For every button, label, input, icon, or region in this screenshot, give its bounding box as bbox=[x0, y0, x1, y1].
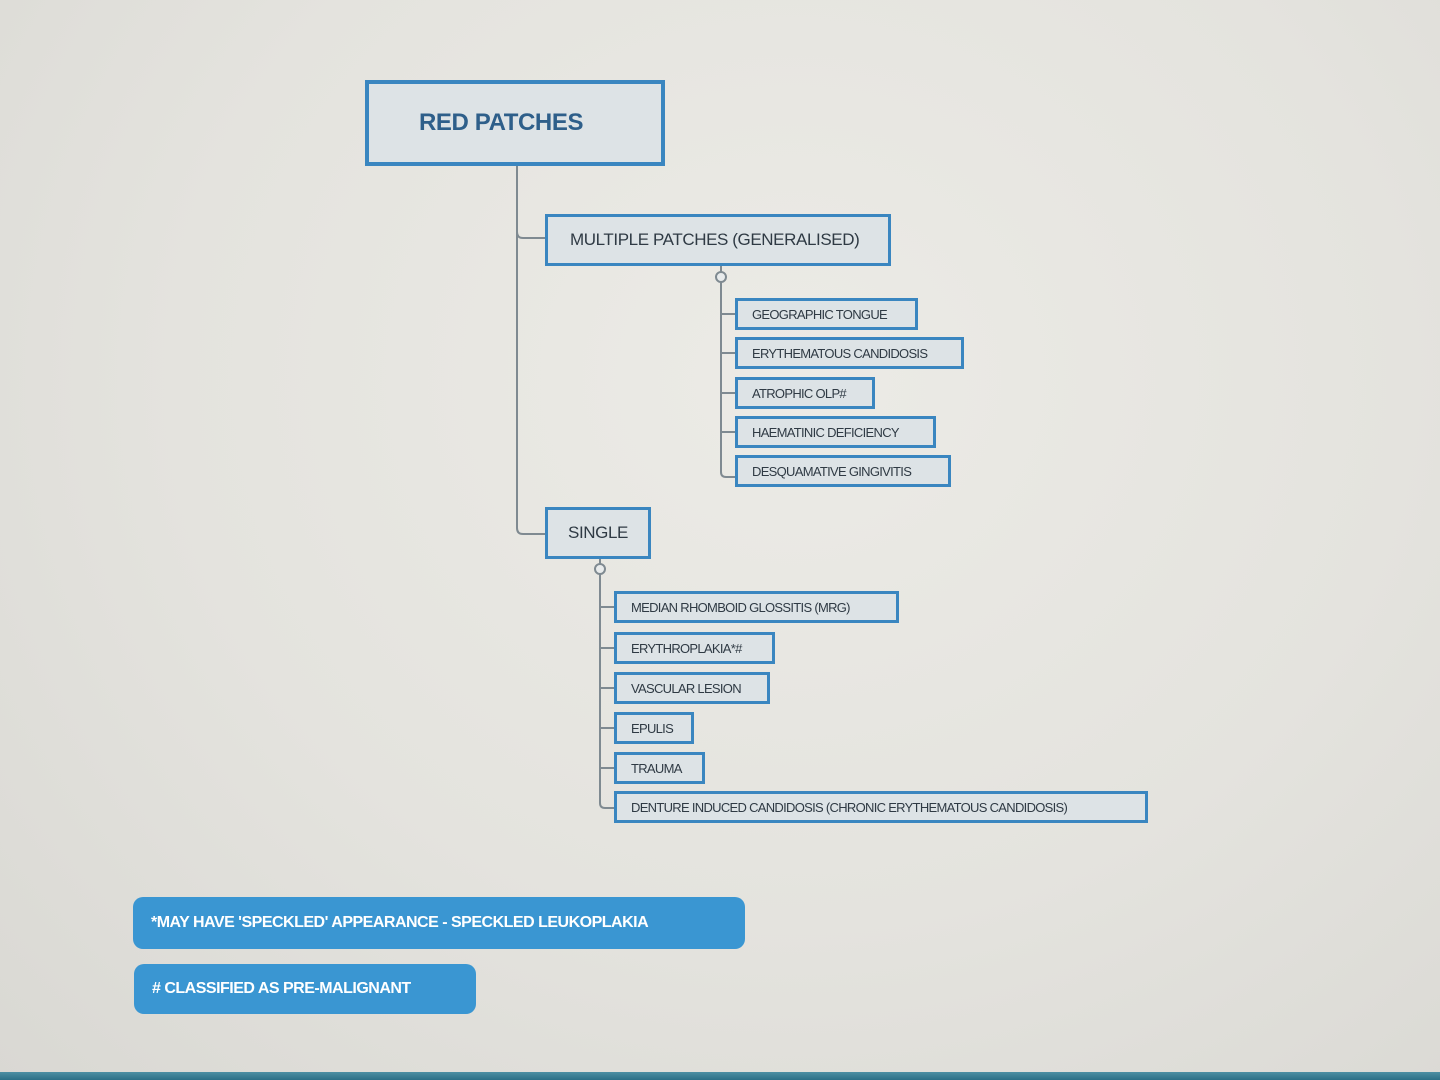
branch-label: SINGLE bbox=[568, 523, 628, 542]
leaf-node: MEDIAN RHOMBOID GLOSSITIS (MRG) bbox=[614, 591, 899, 623]
expand-handle-multiple bbox=[715, 271, 727, 283]
footnote-text: # CLASSIFIED AS PRE-MALIGNANT bbox=[152, 980, 411, 997]
leaf-label: ERYTHROPLAKIA*# bbox=[631, 640, 742, 656]
footnote-premalignant: # CLASSIFIED AS PRE-MALIGNANT bbox=[134, 964, 476, 1014]
leaf-node: ERYTHEMATOUS CANDIDOSIS bbox=[735, 337, 964, 369]
leaf-label: VASCULAR LESION bbox=[631, 680, 742, 696]
leaf-label: HAEMATINIC DEFICIENCY bbox=[752, 424, 900, 440]
footnote-speckled: *MAY HAVE 'SPECKLED' APPEARANCE - SPECKL… bbox=[133, 897, 745, 949]
leaf-node: TRAUMA bbox=[614, 752, 705, 784]
leaf-label: DESQUAMATIVE GINGIVITIS bbox=[752, 463, 912, 479]
branch-node-multiple-patches: MULTIPLE PATCHES (GENERALISED) bbox=[545, 214, 891, 266]
leaf-node: DENTURE INDUCED CANDIDOSIS (CHRONIC ERYT… bbox=[614, 791, 1148, 823]
leaf-label: GEOGRAPHIC TONGUE bbox=[752, 306, 888, 322]
leaf-node: GEOGRAPHIC TONGUE bbox=[735, 298, 918, 330]
leaf-label: TRAUMA bbox=[631, 760, 682, 776]
leaf-node: ERYTHROPLAKIA*# bbox=[614, 632, 775, 664]
leaf-label: DENTURE INDUCED CANDIDOSIS (CHRONIC ERYT… bbox=[631, 799, 1068, 815]
expand-handle-single bbox=[594, 563, 606, 575]
footnote-text: *MAY HAVE 'SPECKLED' APPEARANCE - SPECKL… bbox=[151, 914, 649, 931]
root-node: RED PATCHES bbox=[365, 80, 665, 166]
leaf-node: DESQUAMATIVE GINGIVITIS bbox=[735, 455, 951, 487]
leaf-node: EPULIS bbox=[614, 712, 694, 744]
root-label: RED PATCHES bbox=[419, 109, 584, 136]
leaf-label: ERYTHEMATOUS CANDIDOSIS bbox=[752, 345, 928, 361]
leaf-label: MEDIAN RHOMBOID GLOSSITIS (MRG) bbox=[631, 599, 851, 615]
leaf-label: ATROPHIC OLP# bbox=[752, 385, 847, 401]
monitor-bezel-edge bbox=[0, 1072, 1440, 1080]
leaf-node: ATROPHIC OLP# bbox=[735, 377, 875, 409]
branch-node-single: SINGLE bbox=[545, 507, 651, 559]
connector-single-trunk bbox=[599, 574, 614, 809]
connector-root-to-single bbox=[516, 166, 545, 535]
connector-multiple-trunk bbox=[720, 282, 735, 478]
leaf-label: EPULIS bbox=[631, 720, 674, 736]
branch-label: MULTIPLE PATCHES (GENERALISED) bbox=[570, 230, 860, 249]
connector-root-to-multiple bbox=[516, 231, 545, 239]
leaf-node: VASCULAR LESION bbox=[614, 672, 770, 704]
leaf-node: HAEMATINIC DEFICIENCY bbox=[735, 416, 936, 448]
